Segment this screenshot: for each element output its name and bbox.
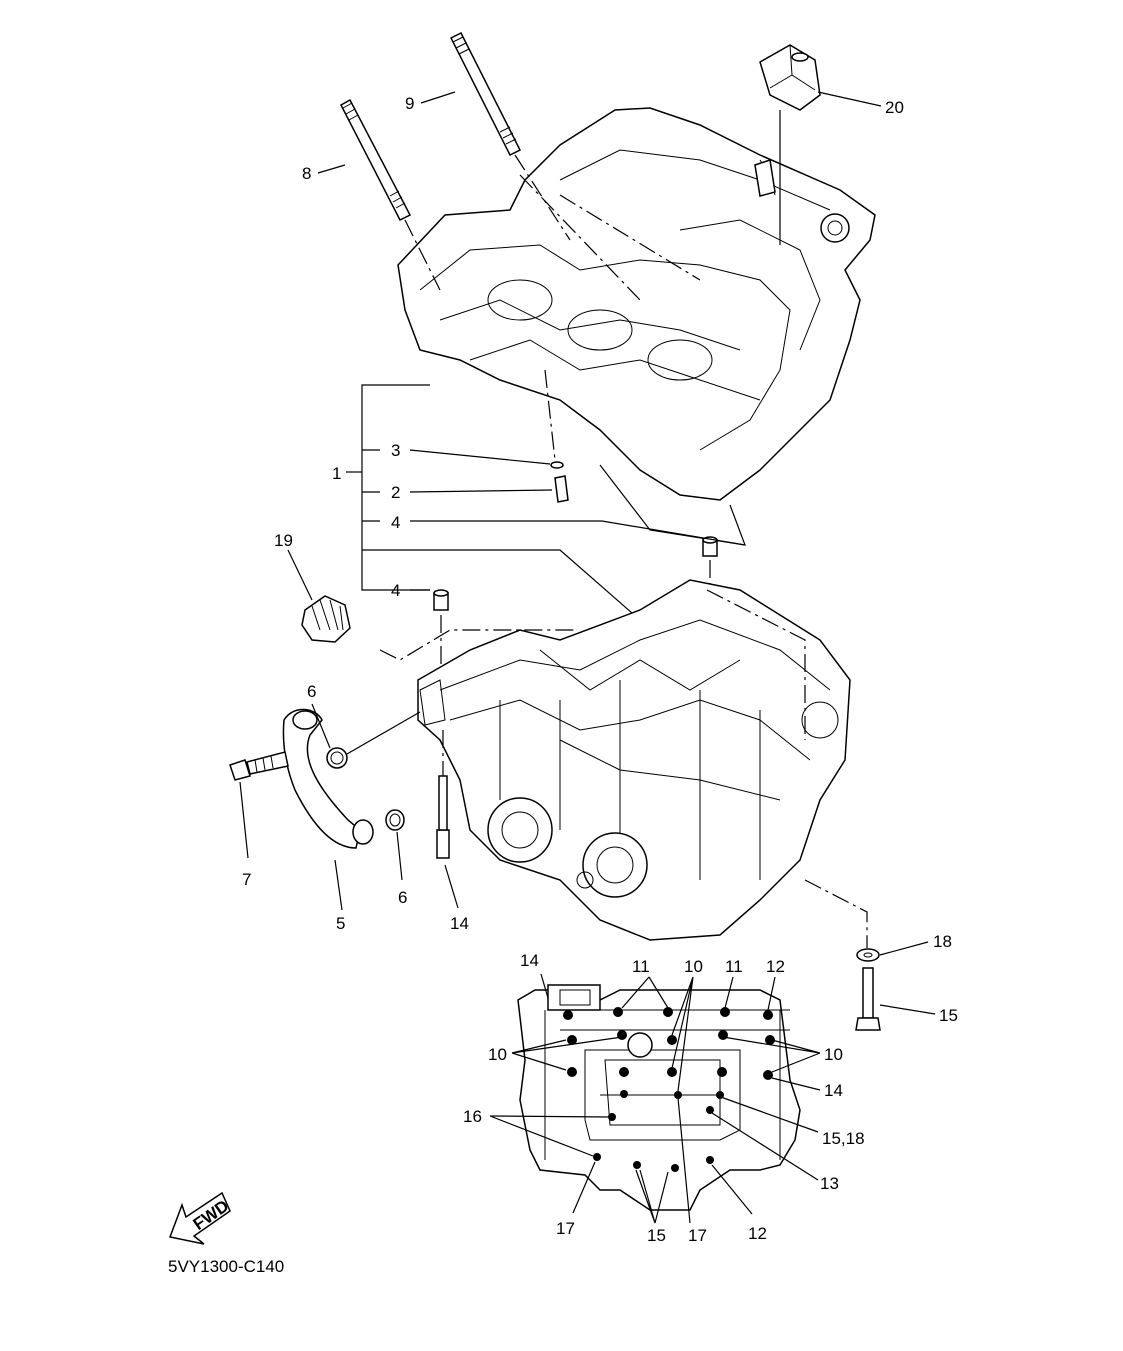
o-ring-3: [409, 449, 564, 469]
drawing-code: 5VY1300-C140: [168, 1257, 284, 1276]
callout-12-top: 12: [766, 957, 785, 976]
bracket-20: [759, 44, 821, 245]
callout-9: 9: [405, 94, 414, 113]
plug-19: [287, 549, 351, 643]
callout-17-right: 17: [688, 1226, 707, 1245]
o-ring-6-upper: [311, 703, 421, 769]
callout-6-upper: 6: [307, 682, 316, 701]
callout-20: 20: [885, 98, 904, 117]
callout-4-lower: 4: [391, 581, 400, 600]
callout-15: 15: [939, 1006, 958, 1025]
fwd-arrow-icon: FWD: [168, 1191, 232, 1245]
callout-14-bottom-left: 14: [520, 951, 539, 970]
stud-bolt-9: [449, 31, 701, 301]
callout-12-bottom: 12: [748, 1224, 767, 1243]
callout-8: 8: [302, 164, 311, 183]
callout-10-left: 10: [488, 1045, 507, 1064]
callout-4-upper: 4: [391, 513, 400, 532]
callout-10-right: 10: [824, 1045, 843, 1064]
dowel-pin-4-upper: [410, 520, 746, 590]
bottom-view-leaders: [489, 973, 821, 1224]
callout-11-right: 11: [725, 957, 743, 976]
washer-18: [856, 941, 929, 962]
crankcase-bottom-view: [517, 984, 801, 1211]
callout-11-left: 11: [632, 957, 650, 976]
callout-7: 7: [242, 870, 251, 889]
callout-17-left: 17: [556, 1219, 575, 1238]
callout-10-top: 10: [684, 957, 703, 976]
oil-pipe-5: [282, 708, 374, 911]
lower-crankcase: [417, 579, 851, 941]
callout-1: 1: [332, 464, 341, 483]
callout-13: 13: [820, 1174, 839, 1193]
callout-19: 19: [274, 531, 293, 550]
callout-3: 3: [391, 441, 400, 460]
callout-15-18: 15,18: [822, 1129, 865, 1148]
bolt-15: [855, 967, 936, 1031]
stud-bolt-8: [340, 98, 441, 291]
bolt-7: [229, 751, 289, 859]
callout-15-bottom: 15: [647, 1226, 666, 1245]
assembly-bracket-1: [346, 384, 641, 621]
callout-2: 2: [391, 483, 400, 502]
callout-5: 5: [336, 914, 345, 933]
bolt-14-lower-case: [436, 730, 459, 909]
callout-14-bottom-right: 14: [824, 1081, 843, 1100]
callout-16: 16: [463, 1107, 482, 1126]
upper-crankcase: [397, 107, 876, 501]
callout-labels: 8 9 20 1 3 2 4 4 19 6 7 5 6 14 18 15 14 …: [168, 91, 958, 1276]
callout-18: 18: [933, 932, 952, 951]
callout-6-lower: 6: [398, 888, 407, 907]
o-ring-6-lower: [385, 809, 405, 881]
callout-14-lower-case: 14: [450, 914, 469, 933]
dowel-pin-2: [409, 369, 569, 503]
